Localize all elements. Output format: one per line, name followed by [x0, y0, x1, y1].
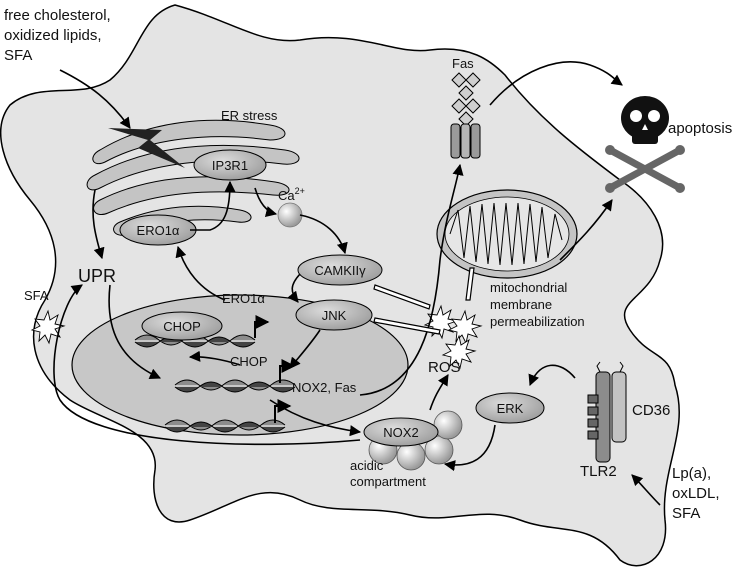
- nox2-fas-label: NOX2, Fas: [292, 380, 357, 395]
- mito-line-2: membrane: [490, 297, 552, 312]
- tlr2-label: TLR2: [580, 463, 617, 480]
- sfa-starburst: [30, 309, 66, 345]
- cd36-label: CD36: [632, 402, 670, 419]
- node-chop: CHOP: [141, 311, 223, 341]
- acidic-line-2: compartment: [350, 474, 426, 489]
- acidic-compartment-vesicles: [368, 410, 463, 471]
- inducers-top-line-3: SFA: [4, 47, 32, 64]
- acidic-line-1: acidic: [350, 458, 384, 473]
- fas-receptor: [450, 72, 481, 159]
- jnk-label: JNK: [322, 308, 347, 323]
- mitochondrion: [436, 189, 578, 279]
- sfa-left-label: SFA: [24, 288, 49, 303]
- node-erk: ERK: [475, 392, 545, 424]
- camkii-label: CAMKIIγ: [314, 263, 366, 278]
- upr-label: UPR: [78, 266, 116, 286]
- ip3r1-label: IP3R1: [212, 158, 248, 173]
- chop-text-label: CHOP: [230, 354, 268, 369]
- nox2-label: NOX2: [383, 425, 418, 440]
- ero1a-er-label: ERO1α: [137, 223, 180, 238]
- pathway-arrows: [53, 61, 661, 506]
- inducers-br-line-2: oxLDL,: [672, 485, 720, 502]
- ros-starbursts: [423, 304, 483, 370]
- fas-label: Fas: [452, 56, 474, 71]
- mito-line-3: permeabilization: [490, 314, 585, 329]
- inducers-br-line-3: SFA: [672, 505, 700, 522]
- erk-label: ERK: [497, 401, 524, 416]
- node-ip3r1: IP3R1: [193, 149, 267, 181]
- calcium-ion: [277, 202, 303, 228]
- ero1a-out-label: ERO1α: [222, 291, 265, 306]
- inducers-br-line-1: Lp(a),: [672, 465, 711, 482]
- mito-line-1: mitochondrial: [490, 280, 567, 295]
- ros-label: ROS: [428, 359, 461, 376]
- er-stress-label: ER stress: [221, 108, 278, 123]
- node-jnk: JNK: [295, 299, 373, 331]
- inducers-top-line-1: free cholesterol,: [4, 7, 111, 24]
- er-stress-bolt-icon: [108, 128, 185, 168]
- inducers-top-line-2: oxidized lipids,: [4, 27, 102, 44]
- node-ero1a-er: ERO1α: [119, 214, 197, 246]
- apoptosis-label: apoptosis: [668, 120, 732, 137]
- calcium-label: Ca2+: [278, 186, 305, 203]
- chop-box-label: CHOP: [163, 319, 201, 334]
- node-camkii: CAMKIIγ: [297, 254, 383, 286]
- skull-crossbones-icon: [605, 96, 685, 193]
- tlr2-cd36-receptors: [587, 361, 627, 463]
- node-nox2: NOX2: [363, 417, 439, 447]
